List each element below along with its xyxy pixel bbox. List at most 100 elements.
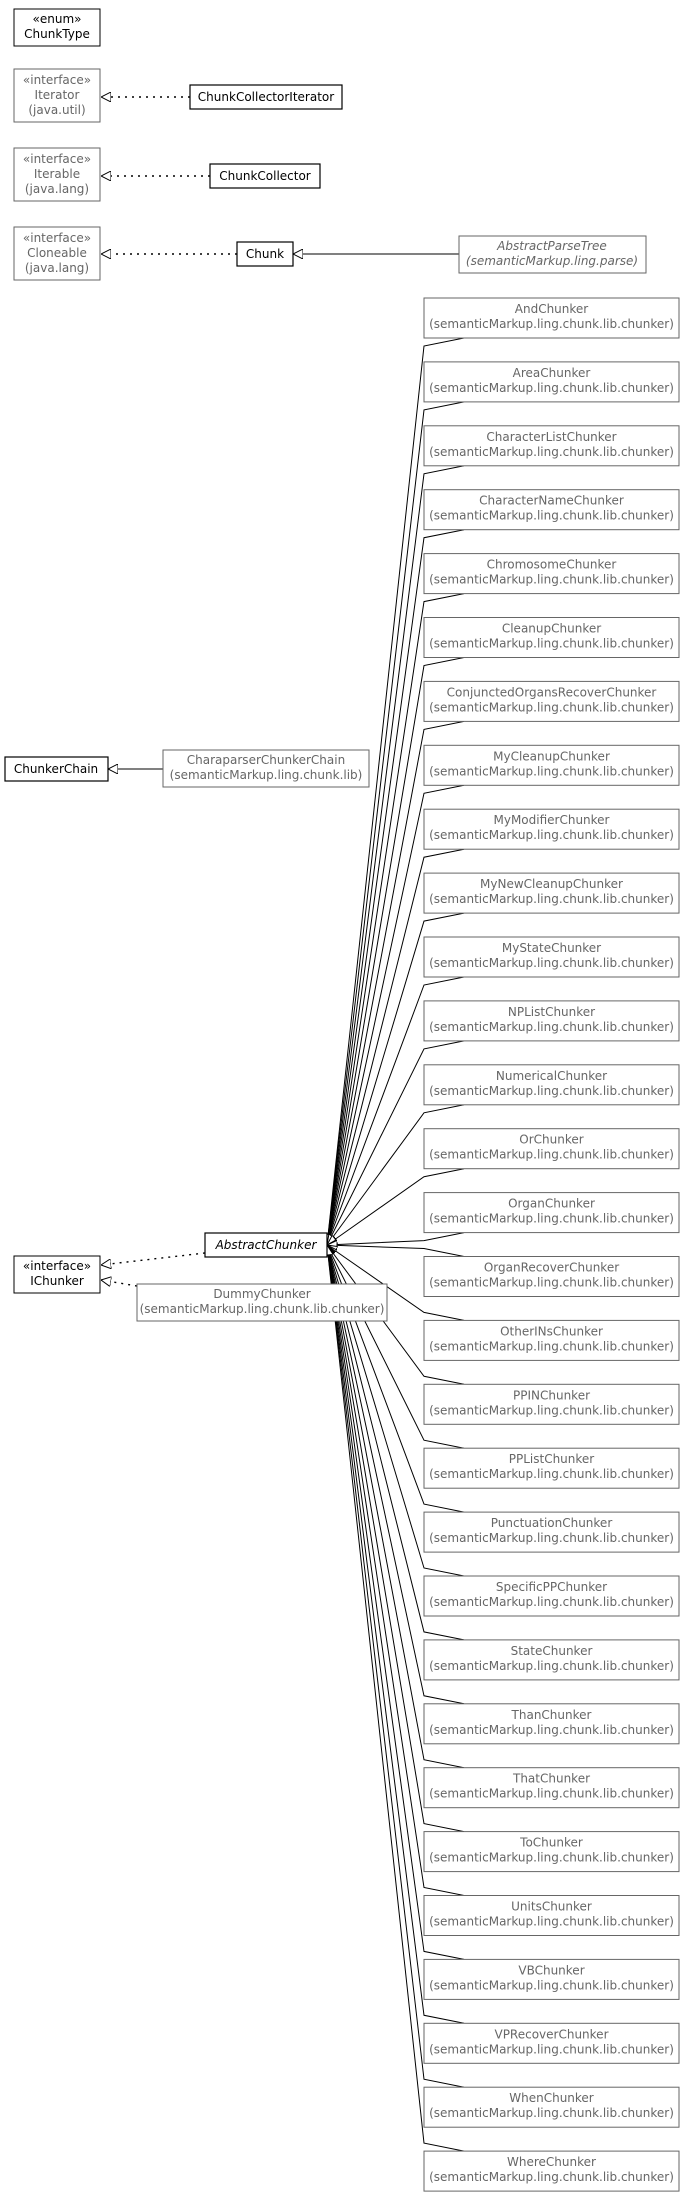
package-name: (semanticMarkup.ling.chunk.lib.chunker): [429, 2170, 674, 2184]
package-name: (semanticMarkup.ling.chunk.lib.chunker): [429, 1787, 674, 1801]
chunker-box-specific-ppchunker[interactable]: SpecificPPChunker(semanticMarkup.ling.ch…: [423, 1575, 680, 1617]
chunker-box-other-ins-chunker[interactable]: OtherINsChunker(semanticMarkup.ling.chun…: [423, 1319, 680, 1361]
dummy-chunker-box[interactable]: DummyChunker (semanticMarkup.ling.chunk.…: [136, 1283, 388, 1322]
chunker-box-organ-chunker[interactable]: OrganChunker(semanticMarkup.ling.chunk.l…: [423, 1192, 680, 1234]
class-name: PPListChunker: [509, 1452, 595, 1466]
generalization-line-vprecover-chunker: [327, 1245, 465, 2024]
class-name: MyCleanupChunker: [493, 749, 610, 763]
class-name: MyStateChunker: [502, 941, 601, 955]
ichunker-interface-box[interactable]: «interface» IChunker: [13, 1255, 101, 1294]
chunker-chain-box[interactable]: ChunkerChain: [4, 756, 109, 782]
generalization-line-character-name-chunker: [327, 529, 465, 1245]
class-name: AreaChunker: [513, 366, 591, 380]
package-name: (semanticMarkup.ling.chunk.lib.chunker): [429, 1723, 674, 1737]
package-name: (semanticMarkup.ling.chunk.lib.chunker): [429, 1467, 674, 1481]
class-name: Iterable: [34, 167, 80, 181]
chunker-box-my-modifier-chunker[interactable]: MyModifierChunker(semanticMarkup.ling.ch…: [423, 808, 680, 850]
iterator-interface-box[interactable]: «interface» Iterator (java.util): [13, 68, 101, 123]
chunker-box-my-state-chunker[interactable]: MyStateChunker(semanticMarkup.ling.chunk…: [423, 936, 680, 978]
package-name: (semanticMarkup.ling.chunk.lib.chunker): [429, 1020, 674, 1034]
chunker-box-conjuncted-organs-recover-chunker[interactable]: ConjunctedOrgansRecoverChunker(semanticM…: [423, 680, 680, 722]
chunker-box-to-chunker[interactable]: ToChunker(semanticMarkup.ling.chunk.lib.…: [423, 1831, 680, 1873]
class-name: WhenChunker: [509, 2091, 594, 2105]
chunker-box-vbchunker[interactable]: VBChunker(semanticMarkup.ling.chunk.lib.…: [423, 1958, 680, 2000]
chunker-box-where-chunker[interactable]: WhereChunker(semanticMarkup.ling.chunk.l…: [423, 2150, 680, 2192]
class-name: OrganRecoverChunker: [484, 1261, 619, 1275]
chunker-box-that-chunker[interactable]: ThatChunker(semanticMarkup.ling.chunk.li…: [423, 1767, 680, 1809]
abstract-chunker-box[interactable]: AbstractChunker: [204, 1232, 328, 1258]
generalization-line-that-chunker: [327, 1245, 465, 1769]
chunker-box-chromosome-chunker[interactable]: ChromosomeChunker(semanticMarkup.ling.ch…: [423, 553, 680, 595]
chunker-box-state-chunker[interactable]: StateChunker(semanticMarkup.ling.chunk.l…: [423, 1639, 680, 1681]
class-name: OrChunker: [519, 1133, 583, 1147]
generalization-line-organ-chunker: [327, 1232, 465, 1245]
class-name: AndChunker: [515, 302, 589, 316]
class-name: ToChunker: [519, 1836, 583, 1850]
chunker-box-ppinchunker[interactable]: PPINChunker(semanticMarkup.ling.chunk.li…: [423, 1383, 680, 1425]
class-name: ConjunctedOrgansRecoverChunker: [447, 685, 657, 699]
chunker-box-nplist-chunker[interactable]: NPListChunker(semanticMarkup.ling.chunk.…: [423, 1000, 680, 1042]
chunker-box-numerical-chunker[interactable]: NumericalChunker(semanticMarkup.ling.chu…: [423, 1064, 680, 1106]
package-name: (semanticMarkup.ling.chunk.lib.chunker): [429, 1084, 674, 1098]
chunk-collector-iterator-box[interactable]: ChunkCollectorIterator: [189, 84, 343, 110]
chunker-box-my-new-cleanup-chunker[interactable]: MyNewCleanupChunker(semanticMarkup.ling.…: [423, 872, 680, 914]
chunker-box-than-chunker[interactable]: ThanChunker(semanticMarkup.ling.chunk.li…: [423, 1703, 680, 1745]
interface-stereotype: «interface»: [23, 1259, 91, 1273]
package-name: (semanticMarkup.ling.chunk.lib.chunker): [429, 1915, 674, 1929]
abstract-parse-tree-box[interactable]: AbstractParseTree (semanticMarkup.ling.p…: [458, 235, 647, 274]
package-name: (semanticMarkup.ling.chunk.lib.chunker): [429, 2042, 674, 2056]
cloneable-interface-box[interactable]: «interface» Cloneable (java.lang): [13, 226, 101, 281]
package-name: (semanticMarkup.ling.chunk.lib.chunker): [140, 1302, 385, 1316]
class-name: ChunkerChain: [14, 762, 98, 776]
class-name: StateChunker: [511, 1644, 593, 1658]
generalization-line-punctuation-chunker: [327, 1245, 465, 1513]
generalization-line-than-chunker: [327, 1245, 465, 1705]
interface-stereotype: «interface»: [23, 231, 91, 245]
class-name: PunctuationChunker: [491, 1516, 613, 1530]
package-name: (semanticMarkup.ling.chunk.lib): [170, 768, 363, 782]
chunker-box-character-list-chunker[interactable]: CharacterListChunker(semanticMarkup.ling…: [423, 425, 680, 467]
charaparser-chunker-chain-box[interactable]: CharaparserChunkerChain (semanticMarkup.…: [162, 749, 370, 788]
chunker-box-units-chunker[interactable]: UnitsChunker(semanticMarkup.ling.chunk.l…: [423, 1895, 680, 1936]
package-name: (semanticMarkup.ling.chunk.lib.chunker): [429, 1978, 674, 1992]
chunker-box-character-name-chunker[interactable]: CharacterNameChunker(semanticMarkup.ling…: [423, 489, 680, 531]
chunker-generalizations: [327, 337, 465, 2152]
package-name: (semanticMarkup.ling.chunk.lib.chunker): [429, 1531, 674, 1545]
class-name: Chunk: [246, 247, 284, 261]
generalization-line-state-chunker: [327, 1245, 465, 1641]
enum-chunktype-box[interactable]: «enum» ChunkType: [13, 8, 101, 47]
generalization-line-nplist-chunker: [327, 1040, 465, 1245]
chunk-box[interactable]: Chunk: [236, 241, 294, 267]
chunker-box-when-chunker[interactable]: WhenChunker(semanticMarkup.ling.chunk.li…: [423, 2086, 680, 2128]
chunker-box-area-chunker[interactable]: AreaChunker(semanticMarkup.ling.chunk.li…: [423, 361, 680, 403]
class-name: UnitsChunker: [511, 1900, 592, 1914]
package-name: (semanticMarkup.ling.chunk.lib.chunker): [429, 573, 674, 587]
class-name: NPListChunker: [508, 1005, 595, 1019]
package-name: (java.lang): [25, 182, 89, 196]
chunker-box-cleanup-chunker[interactable]: CleanupChunker(semanticMarkup.ling.chunk…: [423, 617, 680, 658]
package-name: (semanticMarkup.ling.chunk.lib.chunker): [429, 956, 674, 970]
generalization-line-organ-recover-chunker: [327, 1245, 465, 1257]
package-name: (semanticMarkup.ling.chunk.lib.chunker): [429, 1148, 674, 1162]
chunker-box-or-chunker[interactable]: OrChunker(semanticMarkup.ling.chunk.lib.…: [423, 1128, 680, 1170]
class-name: Cloneable: [27, 246, 87, 260]
generalization-line-vbchunker: [327, 1245, 465, 1960]
package-name: (java.lang): [25, 261, 89, 275]
class-name: OtherINsChunker: [500, 1324, 603, 1338]
chunker-box-and-chunker[interactable]: AndChunker(semanticMarkup.ling.chunk.lib…: [423, 297, 680, 339]
chunker-box-pplist-chunker[interactable]: PPListChunker(semanticMarkup.ling.chunk.…: [423, 1447, 680, 1489]
relations: [101, 97, 465, 2152]
chunker-box-my-cleanup-chunker[interactable]: MyCleanupChunker(semanticMarkup.ling.chu…: [423, 744, 680, 786]
package-name: (semanticMarkup.ling.chunk.lib.chunker): [429, 1659, 674, 1673]
chunker-class-list: AndChunker (semanticMarkup.ling.chunk.lib…: [423, 297, 680, 2192]
class-name: CharacterListChunker: [486, 430, 616, 444]
iterable-interface-box[interactable]: «interface» Iterable (java.lang): [13, 147, 101, 202]
chunker-box-punctuation-chunker[interactable]: PunctuationChunker(semanticMarkup.ling.c…: [423, 1511, 680, 1553]
chunk-collector-box[interactable]: ChunkCollector: [209, 163, 321, 189]
generalization-line-units-chunker: [327, 1245, 465, 1896]
package-name: (semanticMarkup.ling.chunk.lib.chunker): [429, 445, 674, 459]
generalization-line-chromosome-chunker: [327, 593, 465, 1245]
chunker-box-vprecover-chunker[interactable]: VPRecoverChunker(semanticMarkup.ling.chu…: [423, 2022, 680, 2064]
chunker-box-organ-recover-chunker[interactable]: OrganRecoverChunker(semanticMarkup.ling.…: [423, 1256, 680, 1297]
